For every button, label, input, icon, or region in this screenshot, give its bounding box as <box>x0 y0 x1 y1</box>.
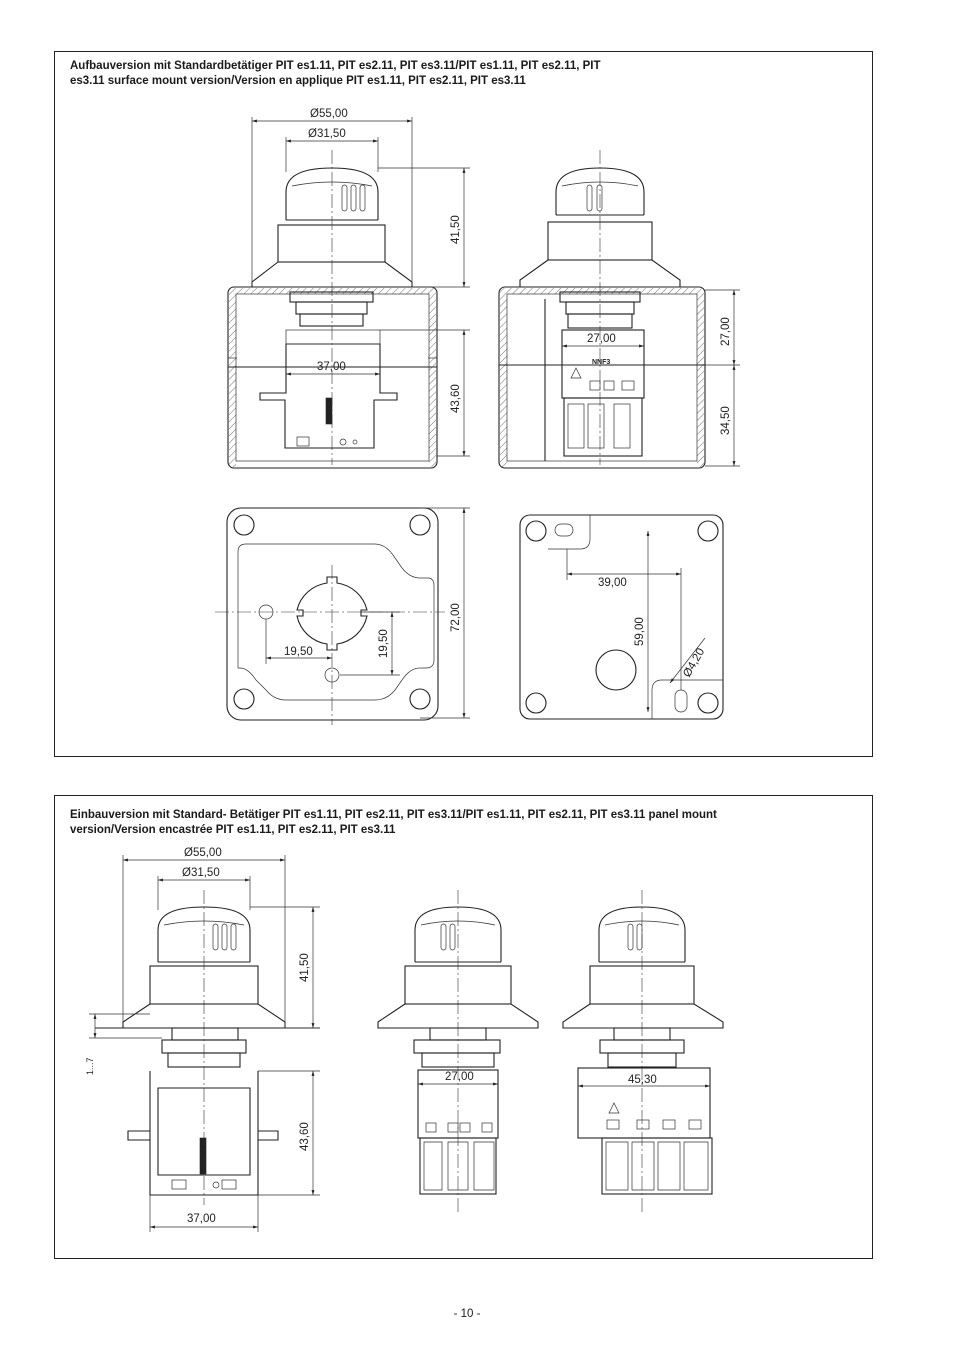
side-view-surface: NNF3 <box>498 150 706 469</box>
panel-mount-middle-view <box>377 890 539 1215</box>
surface-mount-title-line1: Aufbauversion mit Standardbetätiger PIT … <box>70 60 601 72</box>
dim-w39-bottom: 39,00 <box>598 577 627 589</box>
top-view-dimensions: 19,50 19,50 72,00 <box>265 507 470 719</box>
dim-h34-side: 34,50 <box>720 406 732 435</box>
dim-h41-bottom: 41,50 <box>299 953 311 982</box>
dim-d55-top: Ø55,00 <box>310 108 348 120</box>
dim-h43-top: 43,60 <box>450 384 462 413</box>
panel-mount-panel: Einbauversion mit Standard- Betätiger PI… <box>54 795 873 1259</box>
dim-h19-top: 19,50 <box>378 629 390 658</box>
dim-d55-bottom: Ø55,00 <box>184 847 222 859</box>
svg-text:NNF3: NNF3 <box>592 359 610 366</box>
dim-h41-top: 41,50 <box>450 215 462 244</box>
panel-mount-title-line2: version/Version encastrée PIT es1.11, PI… <box>70 824 396 836</box>
dim-w37-top: 37,00 <box>317 361 346 373</box>
dim-h27-side: 27,00 <box>720 317 732 346</box>
dim-w37-bottom: 37,00 <box>187 1213 216 1225</box>
dim-h59-bottom: 59,00 <box>634 617 646 646</box>
dim-w19-top: 19,50 <box>284 646 313 658</box>
top-view-housing <box>215 507 445 725</box>
panel-mount-front-dimensions: Ø55,00 Ø31,50 41,50 1...7 43,60 37,00 <box>85 847 320 1232</box>
page-number: - 10 - <box>453 1308 481 1320</box>
surface-mount-panel: Aufbauversion mit Standardbetätiger PIT … <box>54 51 873 757</box>
panel-mount-right-view <box>562 890 724 1215</box>
dim-d31-top: Ø31,50 <box>308 128 346 140</box>
panel-mount-middle-dimensions: 27,00 <box>418 1071 498 1086</box>
panel-mount-title-line1: Einbauversion mit Standard- Betätiger PI… <box>70 809 717 821</box>
front-view-dimensions: Ø55,00 Ø31,50 41,50 43,60 37,00 <box>251 108 470 457</box>
dim-h72-top: 72,00 <box>450 603 462 632</box>
panel-mount-right-dimensions: 45,30 <box>578 1074 710 1088</box>
dim-w45-bottom: 45,30 <box>628 1074 657 1086</box>
dim-w27-bottom: 27,00 <box>445 1071 474 1083</box>
dim-h43-bottom: 43,60 <box>299 1122 311 1151</box>
panel-mount-front-view <box>95 890 320 1205</box>
surface-mount-title-line2: es3.11 surface mount version/Version en … <box>70 75 526 87</box>
dim-d31-bottom: Ø31,50 <box>182 867 220 879</box>
dim-w27-top: 27,00 <box>587 333 616 345</box>
dim-h17-bottom: 1...7 <box>85 1057 95 1075</box>
side-view-dimensions: 27,00 27,00 34,50 <box>562 289 740 467</box>
